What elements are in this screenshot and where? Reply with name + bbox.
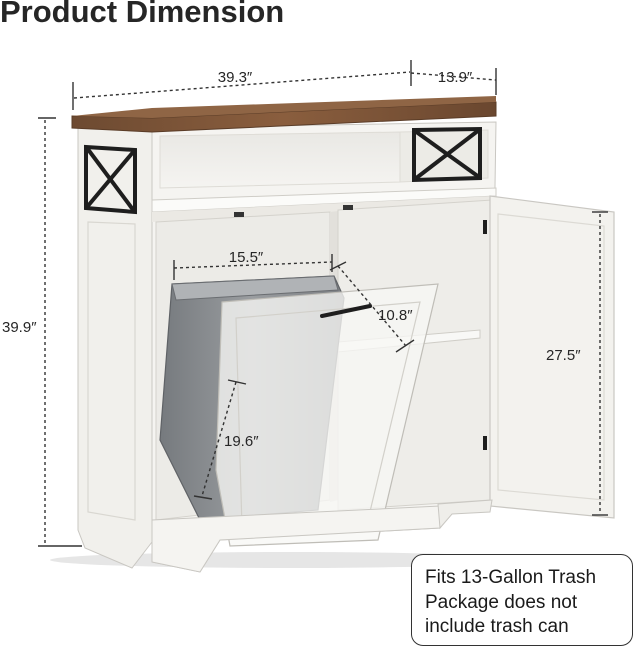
width-label: 39.3″	[218, 69, 253, 86]
bin-width-label: 15.5″	[229, 249, 264, 266]
cabinet-door	[489, 195, 615, 519]
depth-dimension	[410, 68, 497, 95]
capacity-note: Fits 13-Gallon Trash Package does not in…	[411, 554, 633, 646]
bin-depth-label: 10.8″	[378, 307, 413, 324]
height-label: 39.9″	[2, 319, 37, 336]
note-line-3: include trash can	[425, 616, 569, 637]
bin-door-handle-icon	[320, 304, 372, 318]
note-line-1: Fits 13-Gallon Trash	[425, 567, 597, 588]
cabinet-side-panel	[77, 123, 153, 569]
page-title: Product Dimension	[0, 0, 285, 29]
x-brace-right-icon	[412, 126, 482, 183]
bin-depth-dimension	[329, 261, 415, 353]
depth-label: 13.9″	[438, 69, 473, 86]
height-dimension	[38, 117, 82, 547]
note-line-2: Package does not	[425, 591, 578, 613]
tilt-out-bin-door	[215, 283, 439, 547]
bin-height-label: 19.6″	[224, 433, 259, 450]
cabinet-height-label: 27.5″	[546, 347, 581, 364]
cabinet-height-dimension	[592, 211, 608, 516]
x-brace-left-icon	[84, 144, 137, 215]
bin-height-dimension	[193, 379, 247, 500]
